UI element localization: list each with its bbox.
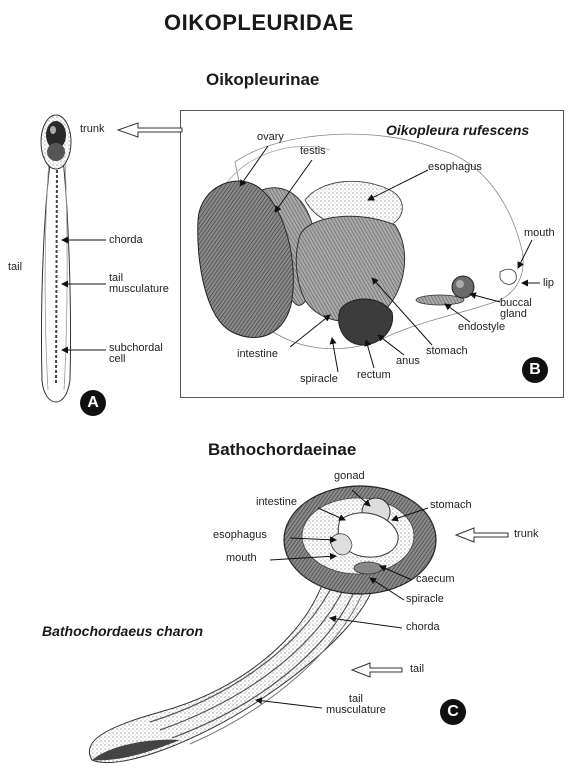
label-c-tail-musculature: tail musculature [326, 694, 386, 716]
label-a-subchordal-cell: subchordal cell [109, 343, 163, 365]
label-b-rectum: rectum [357, 370, 391, 381]
label-b-intestine: intestine [237, 349, 278, 360]
label-c-intestine: intestine [256, 497, 297, 508]
label-c-mouth: mouth [226, 553, 257, 564]
label-b-endostyle: endostyle [458, 322, 505, 333]
label-b-mouth: mouth [524, 228, 555, 239]
label-c-trunk: trunk [514, 529, 538, 540]
label-b-buccal-gland: buccal gland [500, 298, 532, 320]
label-a-tail-musculature: tail musculature [109, 273, 169, 295]
label-c-tail: tail [410, 664, 424, 675]
label-c-spiracle: spiracle [406, 594, 444, 605]
label-a-tail: tail [8, 262, 22, 273]
label-c-stomach: stomach [430, 500, 472, 511]
species-c: Bathochordaeus charon [42, 623, 203, 639]
panel-a-organism [41, 115, 71, 402]
label-b-stomach: stomach [426, 346, 468, 357]
species-b: Oikopleura rufescens [386, 122, 529, 138]
label-b-spiracle: spiracle [300, 374, 338, 385]
label-c-caecum: caecum [416, 574, 455, 585]
badge-c: C [440, 699, 466, 725]
label-c-esophagus: esophagus [213, 530, 267, 541]
label-b-ovary: ovary [257, 132, 284, 143]
label-b-lip: lip [543, 278, 554, 289]
label-c-gonad: gonad [334, 471, 365, 482]
label-a-trunk: trunk [80, 124, 104, 135]
label-b-testis: testis [300, 146, 326, 157]
label-c-chorda: chorda [406, 622, 440, 633]
label-b-anus: anus [396, 356, 420, 367]
badge-a: A [80, 390, 106, 416]
badge-b: B [522, 357, 548, 383]
label-a-chorda: chorda [109, 235, 143, 246]
label-b-esophagus: esophagus [428, 162, 482, 173]
